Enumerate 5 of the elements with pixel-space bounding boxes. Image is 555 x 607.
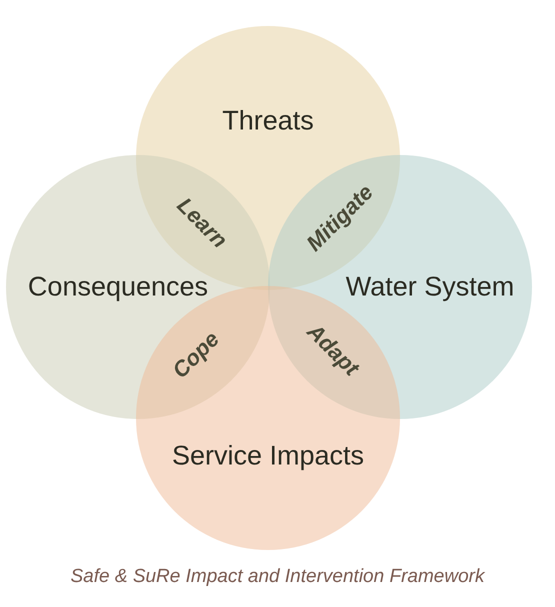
circle-label: Service Impacts [172,440,364,472]
circle-label: Consequences [28,272,208,302]
circle-label: Water System [346,272,514,302]
circle-label: Threats [222,106,314,136]
caption: Safe & SuRe Impact and Intervention Framework [70,566,486,588]
